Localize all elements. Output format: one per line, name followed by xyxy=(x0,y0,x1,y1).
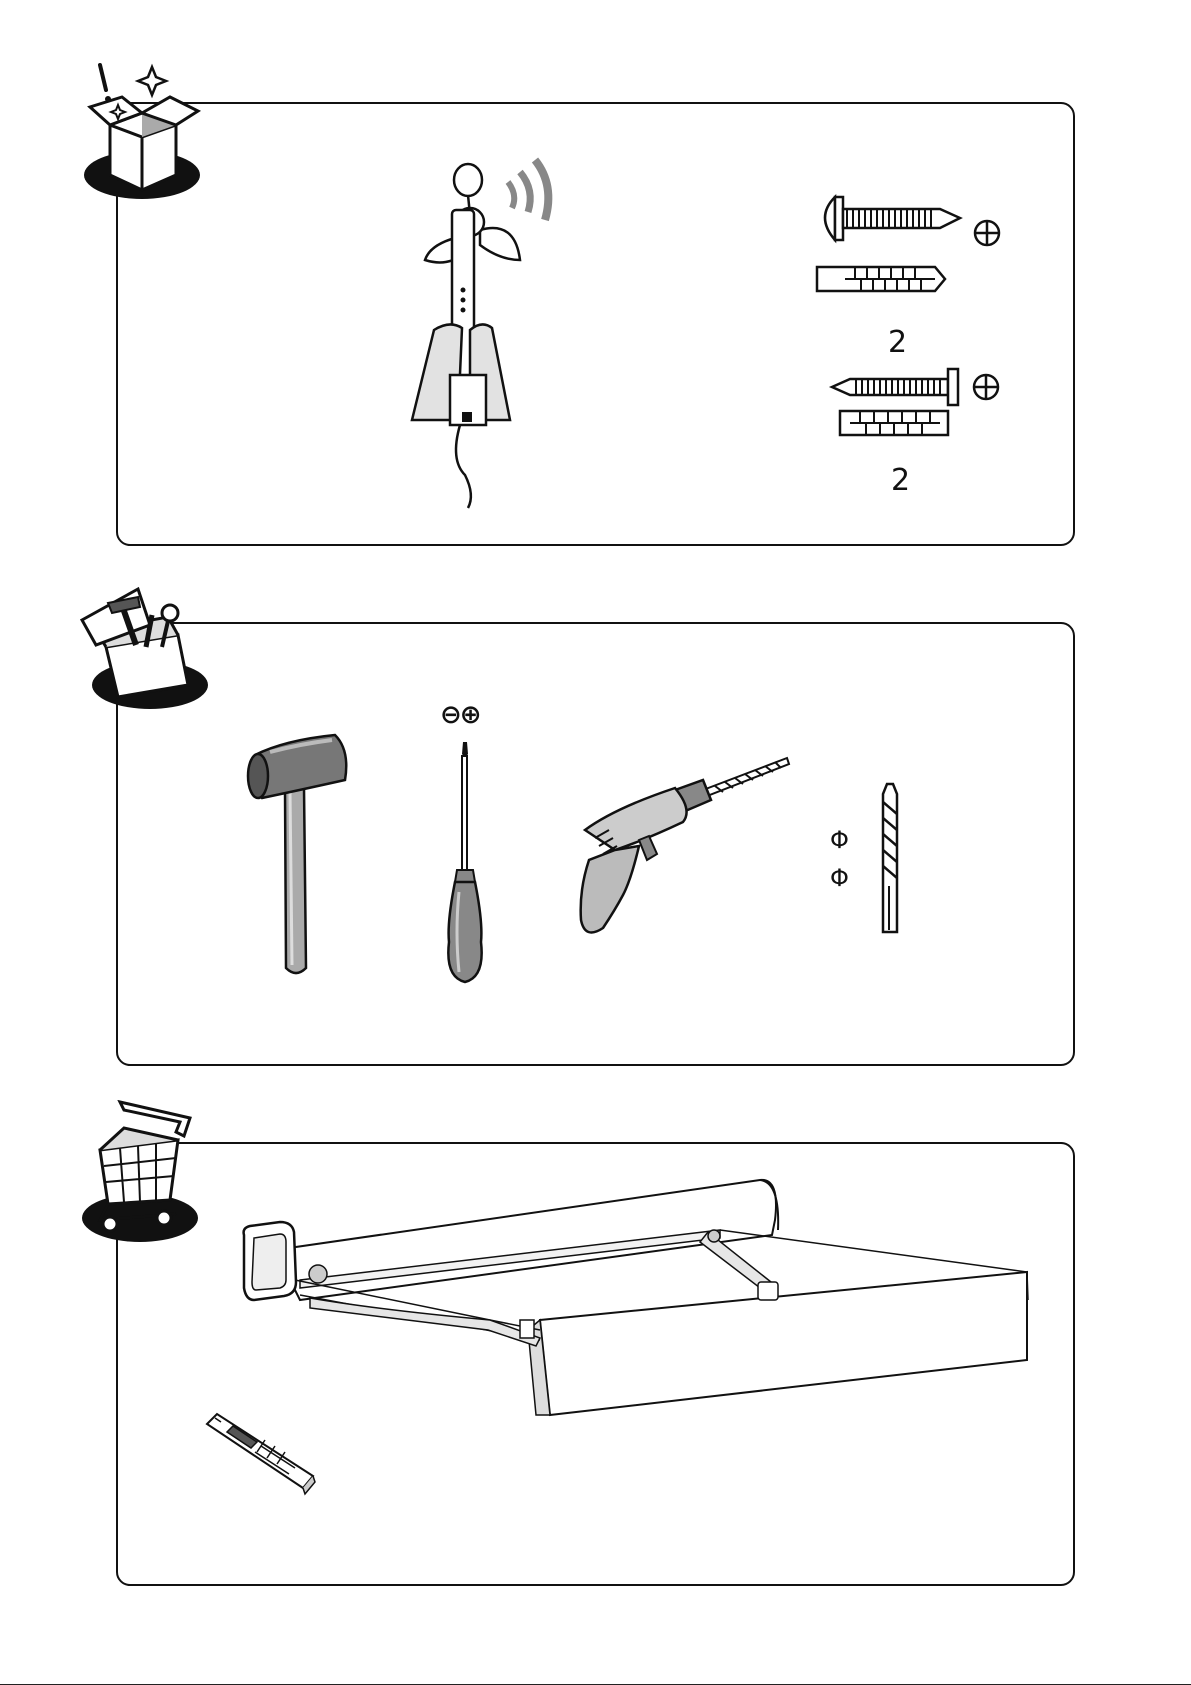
wind-sensor-illustration xyxy=(420,150,600,510)
screwdriver-type-symbol: ⊖⊕ xyxy=(440,700,480,730)
shopping-cart-icon xyxy=(80,1100,210,1250)
mallet-tool xyxy=(240,730,360,980)
countersunk-screw-and-plug xyxy=(830,365,1020,450)
remote-control xyxy=(205,1410,315,1495)
power-drill-tool xyxy=(575,750,795,940)
drill-bit-diameter-symbol-1: Φ xyxy=(830,826,849,854)
toolbox-icon xyxy=(78,585,218,720)
countersunk-screw-quantity: 2 xyxy=(891,463,910,498)
roundhead-screw-and-plug xyxy=(815,195,1015,305)
drill-bit-diameter-symbol-2: Φ xyxy=(830,864,849,892)
awning-illustration xyxy=(240,1170,1040,1410)
open-box-icon xyxy=(80,55,210,205)
screwdriver-tool xyxy=(435,742,495,987)
roundhead-screw-quantity: 2 xyxy=(888,325,907,360)
drill-bit-tool xyxy=(875,782,905,937)
